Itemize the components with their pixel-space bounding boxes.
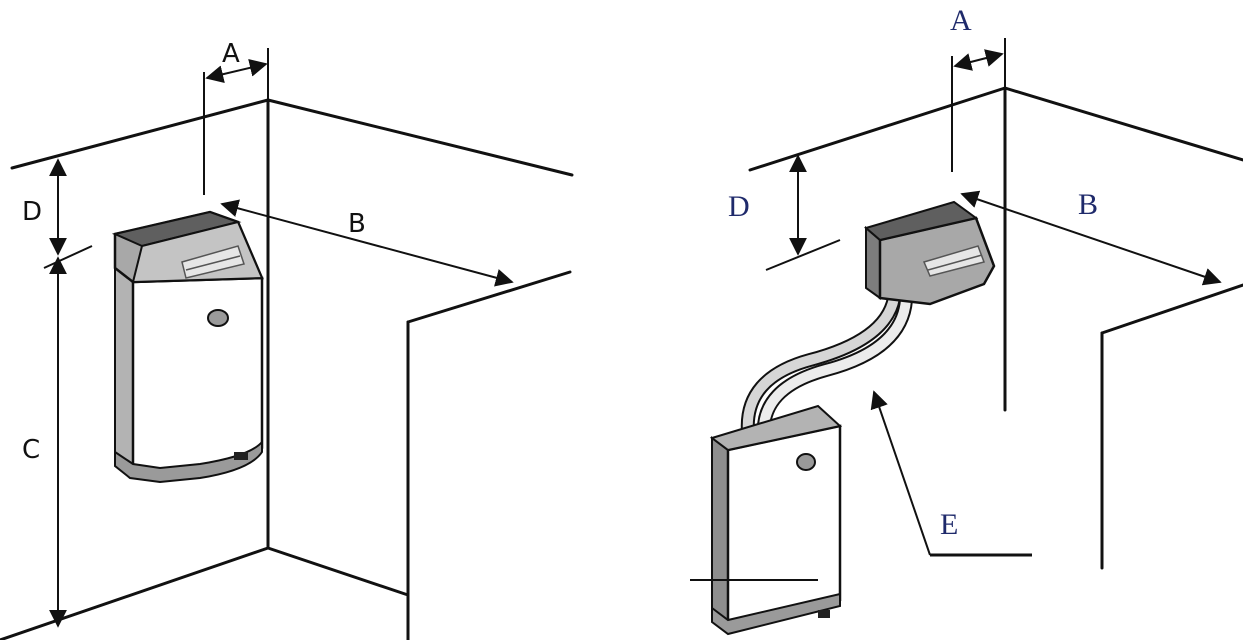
right-label-a: A xyxy=(950,4,972,37)
right-label-b: B xyxy=(1078,188,1098,221)
left-dimension-a: A xyxy=(203,39,269,195)
left-dimension-b: B xyxy=(220,199,514,287)
left-label-a: A xyxy=(222,39,240,69)
left-label-d: D xyxy=(22,197,42,227)
heater-knob xyxy=(207,309,229,327)
power-unit-front xyxy=(726,424,842,628)
right-power-unit xyxy=(690,404,843,636)
heater-body-front xyxy=(131,276,264,476)
power-unit-base xyxy=(711,592,841,636)
right-cable-bundle xyxy=(740,291,913,443)
power-unit-top xyxy=(709,404,843,452)
right-label-e: E xyxy=(940,508,958,541)
right-control-unit xyxy=(863,200,996,306)
right-dimension-a: A xyxy=(950,4,1006,172)
left-heater xyxy=(111,210,264,484)
left-label-c: C xyxy=(22,435,40,465)
left-figure: A B D C xyxy=(0,39,574,640)
right-dimension-b: B xyxy=(960,188,1222,286)
left-dimension-c: C xyxy=(22,256,67,628)
power-unit-side xyxy=(711,436,729,628)
power-unit-knob xyxy=(796,453,816,471)
power-unit-switch xyxy=(818,610,830,618)
right-figure: A B D E xyxy=(690,4,1243,636)
heater-base xyxy=(114,439,263,484)
heater-body-side xyxy=(114,265,134,472)
right-label-d: D xyxy=(728,190,750,223)
right-dimension-d: D xyxy=(728,154,841,271)
left-room-walls xyxy=(0,98,574,640)
left-dimension-d: D xyxy=(22,158,93,269)
left-label-b: B xyxy=(348,209,366,239)
right-dimension-e: E xyxy=(870,390,1032,557)
heater-switch xyxy=(234,452,248,460)
